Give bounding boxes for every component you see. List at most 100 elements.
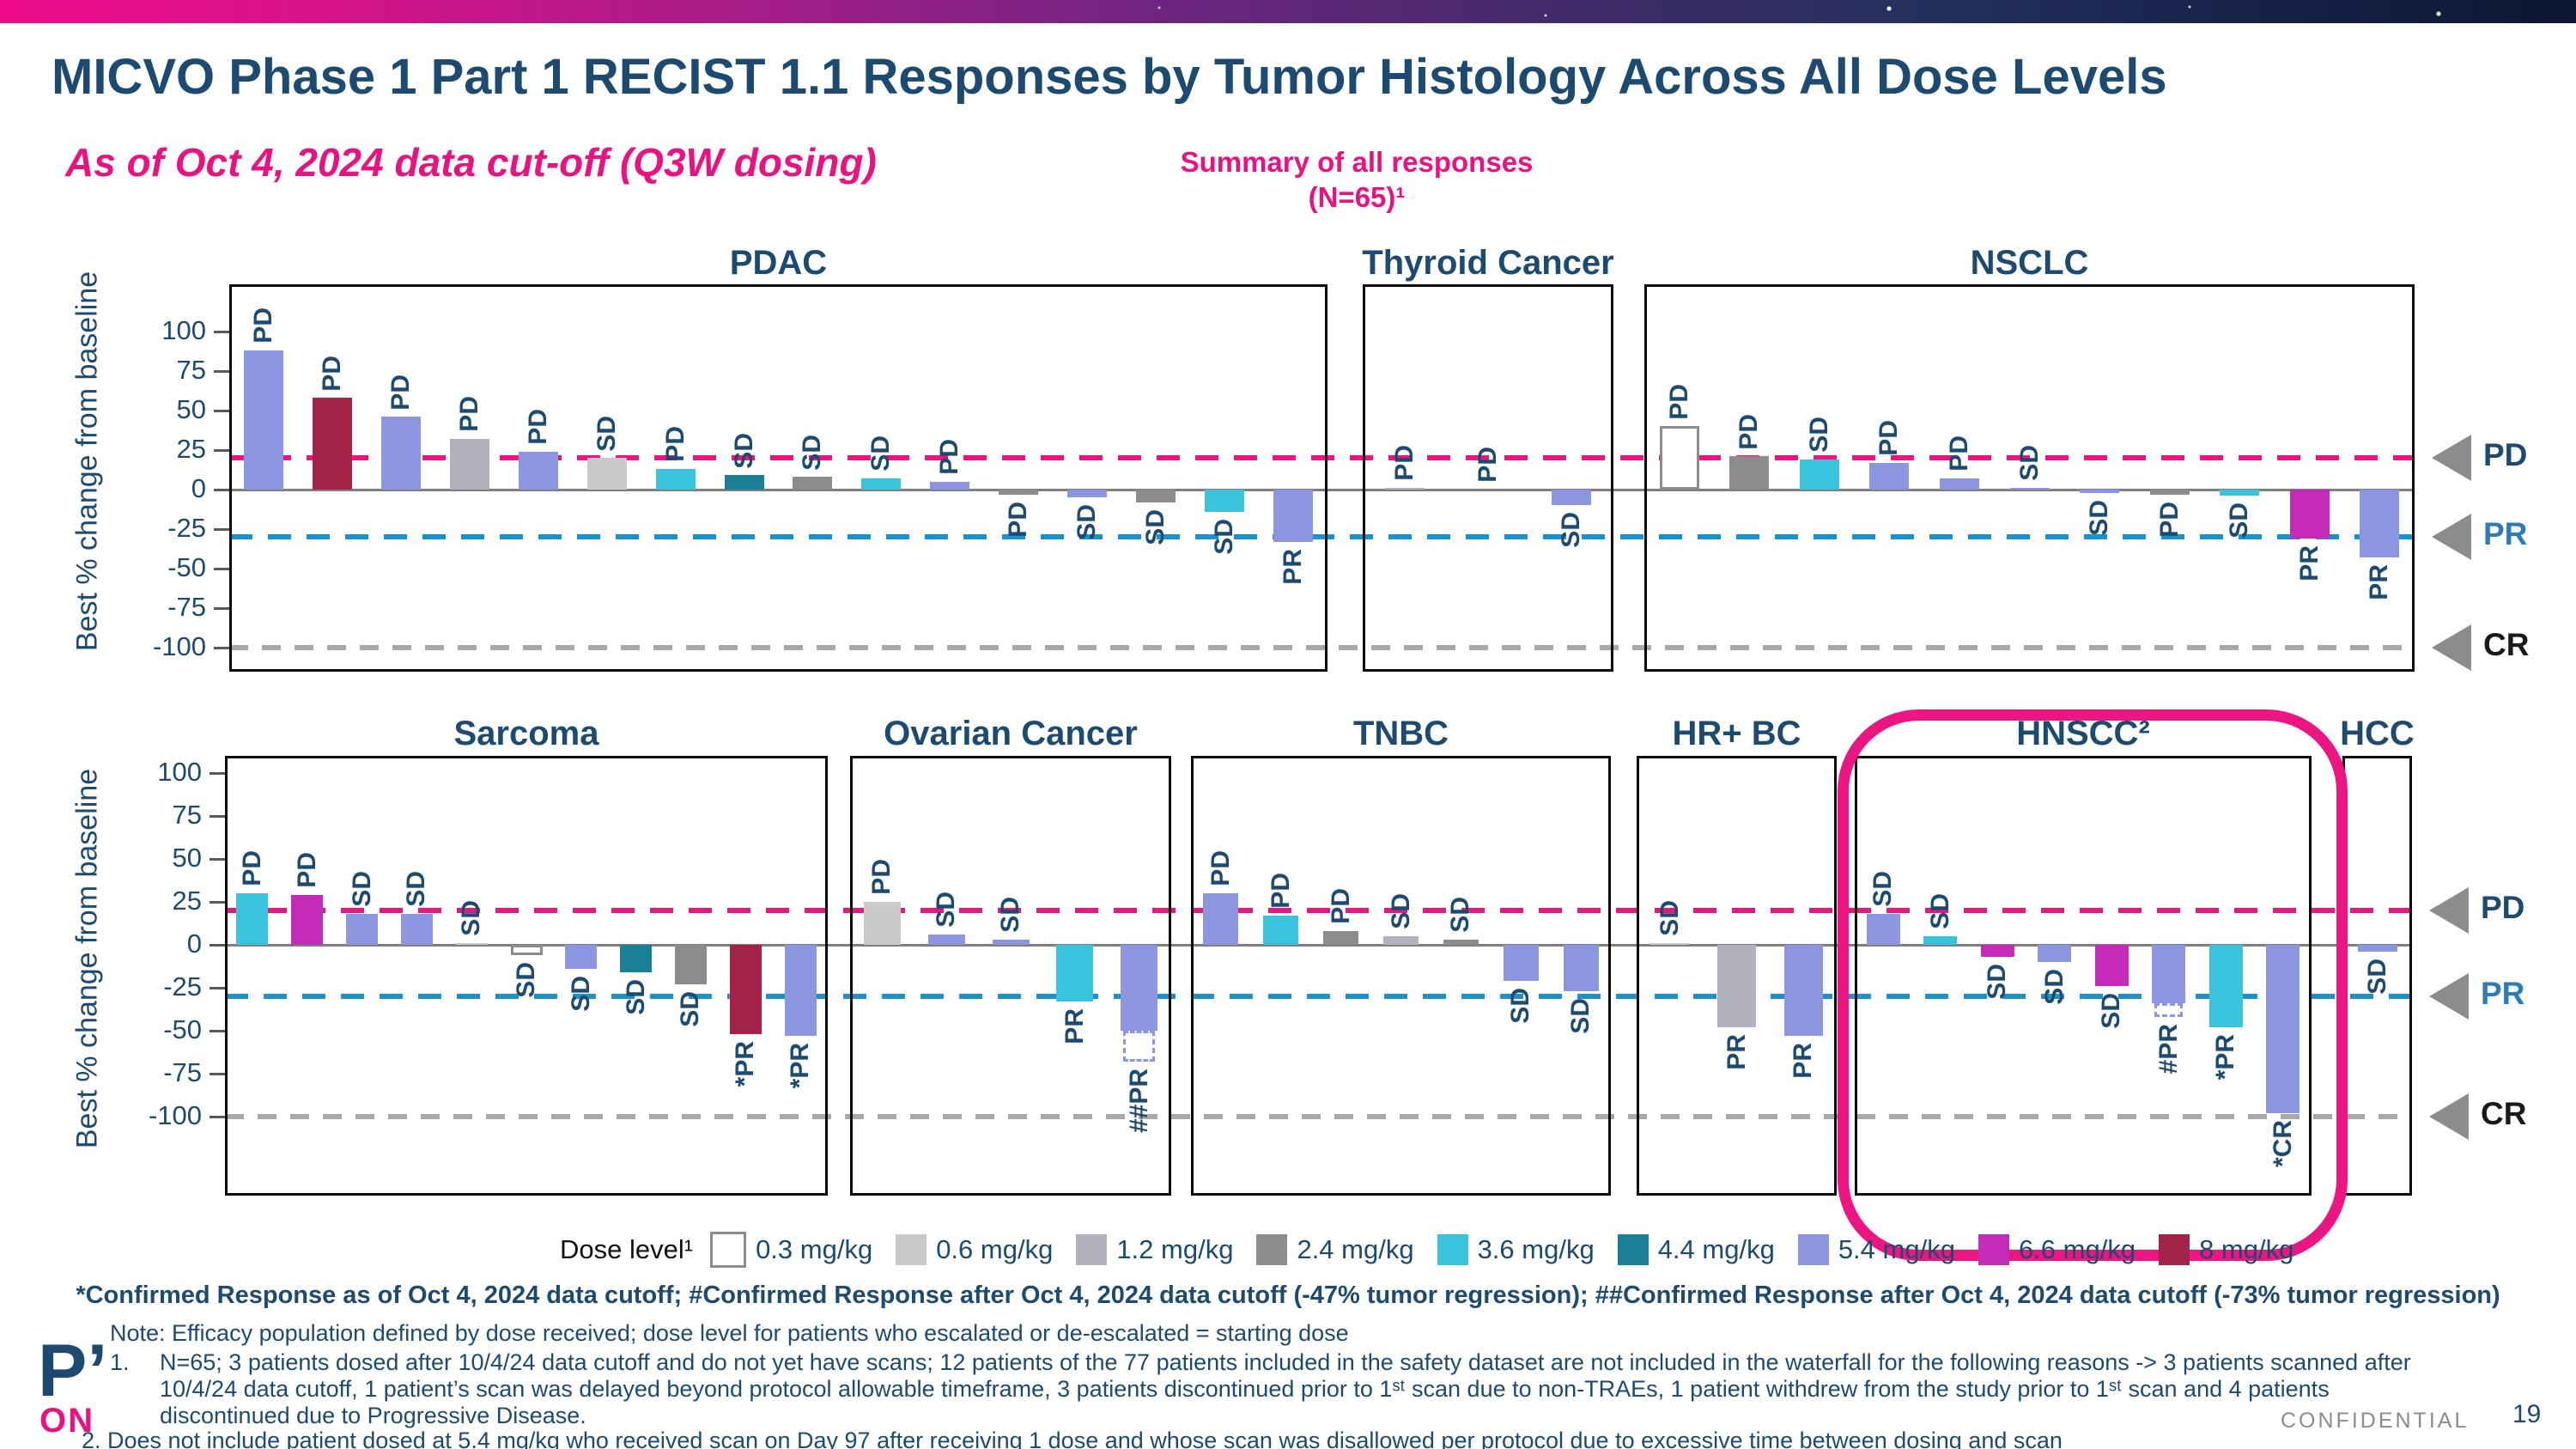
legend-item-label: 1.2 mg/kg — [1116, 1234, 1234, 1264]
y-axis-tick — [210, 858, 225, 861]
response-label-pdac-3: PD — [455, 396, 483, 433]
panel-title-hcc: HCC — [2340, 715, 2415, 752]
y-axis-tick-label: -75 — [163, 1057, 202, 1087]
y-axis-tick — [210, 815, 225, 818]
y-axis-tick — [210, 1030, 225, 1032]
legend-swatch-icon — [1797, 1234, 1829, 1265]
bar-pdac-6 — [656, 469, 696, 490]
bar-tnbc-1 — [1263, 916, 1298, 945]
bar-nsclc-4 — [1940, 478, 1979, 490]
threshold-label-pd: PD — [2483, 437, 2528, 473]
legend-item-label: 0.3 mg/kg — [756, 1234, 873, 1264]
response-label-pdac-0: PD — [249, 307, 277, 344]
response-label-pdac-12: SD — [1072, 504, 1101, 540]
panel-hr+-bc — [1637, 756, 1837, 1196]
panel-title-sarcoma: Sarcoma — [453, 715, 599, 752]
bar-sarcoma-5 — [511, 945, 543, 955]
response-label-nsclc-2: SD — [1805, 417, 1833, 454]
y-axis-tick-label: 75 — [172, 800, 202, 830]
company-logo-sub: ON — [39, 1402, 94, 1440]
threshold-line-pd — [225, 908, 2412, 913]
bar-hnscc--1 — [1923, 936, 1957, 945]
threshold-arrow-pr-icon — [2432, 514, 2471, 561]
response-label-tnbc-6: SD — [1566, 998, 1595, 1034]
bar-pdac-11 — [999, 490, 1038, 495]
panel-title-pdac: PDAC — [729, 244, 828, 282]
bar-hnscc--7 — [2266, 945, 2300, 1113]
response-label-tnbc-3: SD — [1387, 893, 1415, 929]
response-label-sarcoma-0: PD — [238, 850, 266, 886]
bar-nsclc-6 — [2080, 490, 2119, 493]
response-label-thyroid-cancer-0: PD — [1390, 445, 1419, 482]
response-label-hnscc--3: SD — [2040, 969, 2069, 1005]
y-axis-tick-label: 0 — [186, 928, 202, 959]
footnote-item-1-text: N=65; 3 patients dosed after 10/4/24 dat… — [160, 1349, 2411, 1428]
panel-title-tnbc: TNBC — [1352, 715, 1449, 752]
panel-title-hnscc-: HNSCC² — [2016, 715, 2150, 752]
legend-item-label: 6.6 mg/kg — [2018, 1234, 2136, 1264]
bar-hnscc--2 — [1981, 945, 2014, 957]
legend-item-label: 5.4 mg/kg — [1838, 1234, 1955, 1264]
panel-pdac — [229, 284, 1327, 672]
bar-hnscc--6 — [2209, 945, 2243, 1027]
threshold-line-cr — [229, 645, 2415, 650]
data-cutoff-subtitle: As of Oct 4, 2024 data cut-off (Q3W dosi… — [65, 140, 877, 185]
y-axis-tick — [214, 607, 229, 610]
legend-item-0-6: 0.6 mg/kg — [896, 1234, 1053, 1265]
bar-pdac-3 — [450, 439, 489, 490]
threshold-arrow-cr-icon — [2432, 624, 2471, 671]
bar-nsclc-0 — [1660, 426, 1699, 490]
legend-swatch-icon — [710, 1232, 747, 1268]
response-label-sarcoma-8: SD — [676, 991, 704, 1027]
y-axis-tick — [214, 370, 229, 373]
y-axis-tick — [210, 772, 225, 775]
response-label-sarcoma-6: SD — [567, 976, 595, 1012]
response-label-ovarian-cancer-3: PR — [1060, 1008, 1089, 1044]
response-label-hnscc--5: #PR — [2154, 1024, 2183, 1075]
bar-sarcoma-0 — [236, 893, 268, 945]
panel-hnscc- — [1855, 756, 2312, 1196]
y-axis-tick-label: 50 — [172, 843, 202, 873]
summary-line2: (N=65)¹ — [1308, 181, 1406, 213]
response-label-pdac-9: SD — [866, 435, 895, 472]
y-axis-tick-label: 100 — [157, 757, 202, 787]
response-label-pdac-4: PD — [524, 409, 552, 445]
bar-ovarian-cancer-2 — [993, 940, 1030, 945]
response-label-thyroid-cancer-1: PD — [1473, 447, 1502, 483]
response-label-sarcoma-4: SD — [457, 900, 485, 936]
bar-tnbc-4 — [1443, 940, 1479, 945]
bar-pdac-2 — [381, 417, 421, 490]
response-label-ovarian-cancer-1: SD — [932, 892, 960, 928]
response-label-nsclc-0: PD — [1665, 383, 1693, 420]
bar-pdac-9 — [861, 478, 901, 490]
response-label-nsclc-10: PR — [2365, 564, 2393, 600]
y-axis-tick-label: 0 — [191, 473, 206, 503]
bar-ovarian-cancer-0 — [864, 902, 901, 945]
bar-dashed-extension-hnscc--5 — [2154, 1003, 2183, 1017]
response-label-tnbc-5: SD — [1506, 988, 1534, 1024]
legend-item-3-6: 3.6 mg/kg — [1437, 1234, 1595, 1265]
legend-item-label: 0.6 mg/kg — [936, 1234, 1054, 1264]
response-label-hnscc--6: *PR — [2211, 1034, 2239, 1081]
bar-hnscc--3 — [2038, 945, 2071, 962]
threshold-label-pd: PD — [2481, 890, 2525, 925]
bar-pdac-8 — [793, 477, 832, 490]
header-gradient-bar — [0, 0, 2576, 23]
threshold-line-cr — [225, 1114, 2412, 1119]
bar-pdac-15 — [1273, 490, 1313, 542]
y-axis-title: Best % change from baseline — [70, 271, 104, 651]
bar-tnbc-3 — [1383, 936, 1419, 945]
response-label-pdac-8: SD — [798, 434, 826, 471]
zero-line — [225, 944, 2412, 947]
bar-nsclc-7 — [2150, 490, 2190, 495]
response-label-nsclc-9: PR — [2295, 545, 2324, 581]
response-label-pdac-6: PD — [661, 426, 690, 463]
legend-item-8: 8 mg/kg — [2159, 1234, 2293, 1265]
bar-nsclc-8 — [2220, 490, 2259, 496]
response-label-nsclc-3: PD — [1874, 420, 1903, 456]
response-label-sarcoma-10: *PR — [786, 1043, 814, 1089]
response-label-pdac-13: SD — [1141, 508, 1170, 545]
y-axis-tick-label: 75 — [176, 355, 206, 385]
